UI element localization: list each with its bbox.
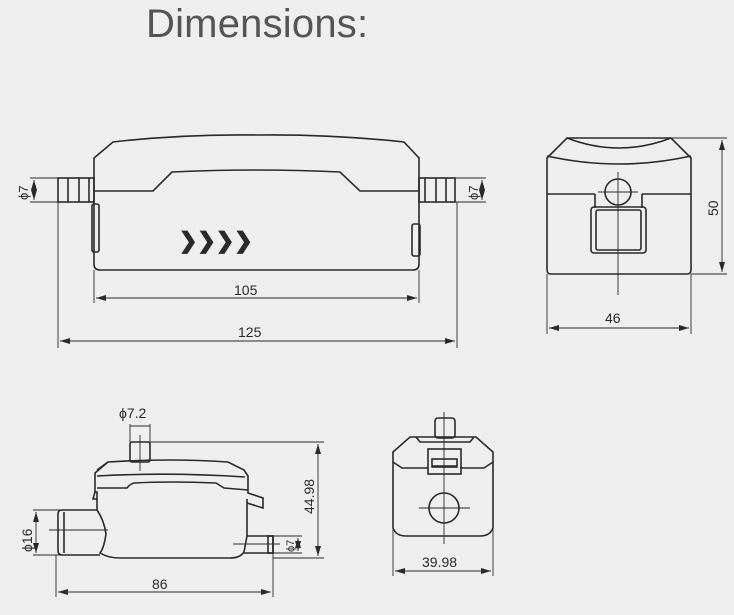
pump-front-dimension-lines xyxy=(33,424,324,597)
dim-outlet: ϕ7 xyxy=(285,540,297,552)
dim-front-right-port: ϕ7 xyxy=(466,185,481,200)
pump-side-drawing xyxy=(392,412,494,544)
dim-top-port: ϕ7.2 xyxy=(119,405,147,421)
dim-front-left-port: ϕ7 xyxy=(16,185,31,200)
side-dimension-lines xyxy=(546,137,727,334)
dim-front-inner-width: 105 xyxy=(234,282,258,298)
pump-front-drawing xyxy=(49,435,280,559)
dim-pump-width: 86 xyxy=(152,576,168,592)
dim-side-height: 50 xyxy=(705,200,721,216)
side-view-drawing xyxy=(546,137,692,295)
dim-pump-height: 44.98 xyxy=(301,479,317,514)
dim-inlet: ϕ16 xyxy=(19,528,35,552)
front-view-drawing xyxy=(57,134,456,271)
flow-chevrons: ❯❯❯❯ xyxy=(179,228,253,254)
dim-pump-side-width: 39.98 xyxy=(422,554,457,570)
pump-side-dimension-lines xyxy=(392,452,494,576)
front-dimension-lines xyxy=(30,177,486,348)
right-port xyxy=(418,177,456,203)
page-title: Dimensions: xyxy=(146,2,369,46)
dim-front-outer-width: 125 xyxy=(238,324,262,340)
dim-side-width: 46 xyxy=(605,310,621,326)
left-port xyxy=(57,177,95,203)
